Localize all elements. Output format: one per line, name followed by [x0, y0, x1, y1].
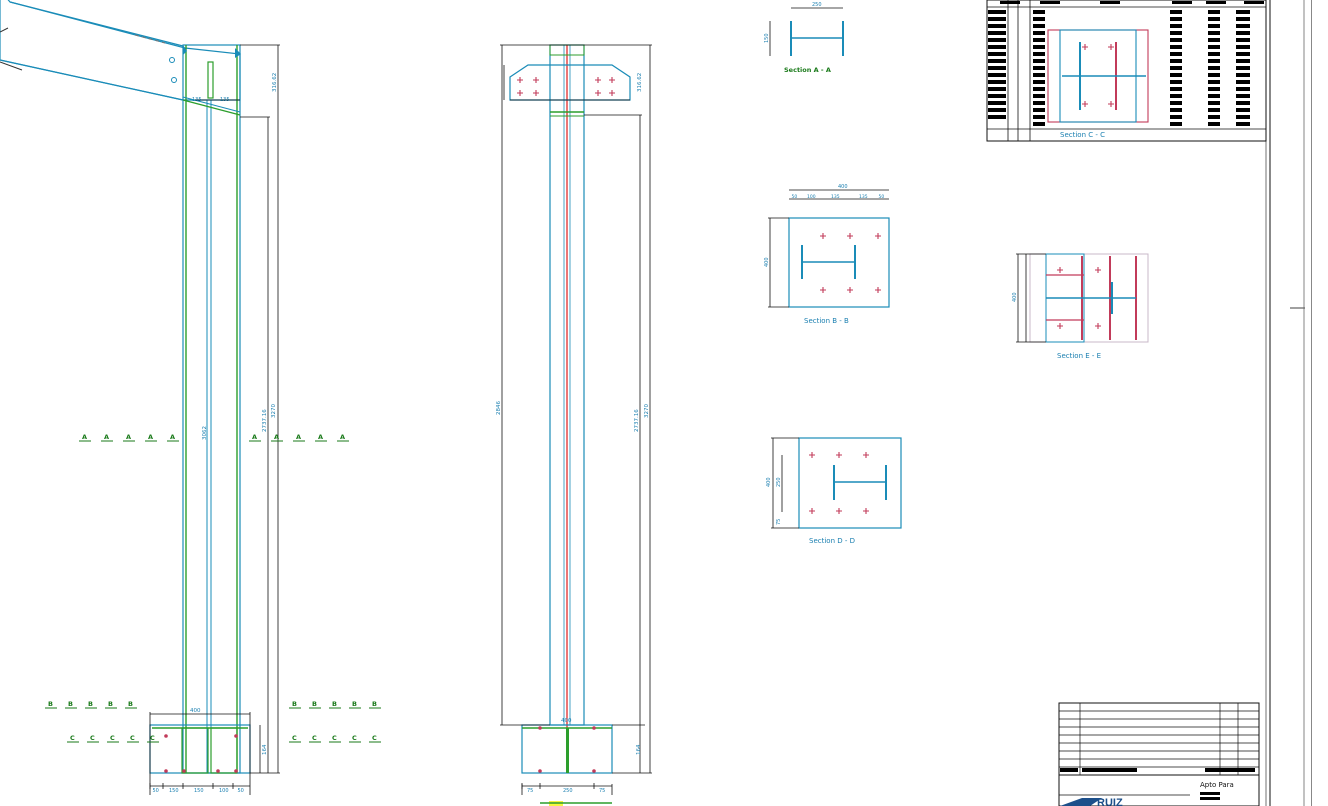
sec-a-height: 150 [764, 33, 770, 43]
svg-text:135: 135 [192, 97, 202, 103]
section-marker: C [130, 734, 135, 742]
bolt-icon [809, 508, 815, 514]
section-marker: B [312, 700, 317, 708]
section-b-b: 400 50 100 135 135 50 400 Section B - B [764, 184, 890, 325]
col1-bottom-seg: 150 [194, 788, 204, 794]
section-marker: C [312, 734, 317, 742]
col1-height-dim: 3270 [271, 404, 277, 418]
sec-d-mid: 250 [776, 477, 782, 487]
col2-bottom-seg: 250 [563, 788, 573, 794]
bolt-icon [875, 287, 881, 293]
sec-b-top: 400 [838, 184, 848, 190]
bolt-icon [809, 452, 815, 458]
section-e-label: Section E - E [1057, 352, 1101, 360]
section-marker: A [296, 433, 301, 441]
col1-base-w: 400 [190, 708, 201, 714]
vertical-scrollbar[interactable] [1311, 0, 1320, 806]
section-marker: B [68, 700, 73, 708]
bolt-icon [820, 233, 826, 239]
bolt-icon [863, 508, 869, 514]
section-marker: A [318, 433, 323, 441]
col1-bottom-seg: 50 [238, 788, 244, 794]
section-marker: C [90, 734, 95, 742]
section-marker: B [108, 700, 113, 708]
svg-text:135: 135 [220, 97, 230, 103]
company-logo: RUIZ [1097, 797, 1123, 806]
col1-top-dim: 316.62 [272, 73, 278, 92]
section-c-c: Section C - C [986, 0, 1267, 142]
section-marker: A [148, 433, 153, 441]
col2-inner-dim: 2737.16 [634, 409, 640, 432]
col2-left-dim: 2846 [496, 401, 502, 415]
col2-bottom-dims: 75 250 75 [521, 783, 605, 794]
col1-bottom-seg: 50 [153, 788, 159, 794]
sec-b-seg: 135 [859, 194, 868, 200]
section-marker: A [126, 433, 131, 441]
col2-top-dim: 316.62 [637, 73, 643, 92]
section-d-label: Section D - D [809, 537, 855, 545]
section-marker: C [352, 734, 357, 742]
bolt-icon [836, 452, 842, 458]
sec-b-height: 400 [764, 257, 770, 267]
bolt-icon [847, 233, 853, 239]
col1-bottom-seg: 100 [219, 788, 229, 794]
col1-bottom-dims: 50 150 150 100 50 [149, 783, 244, 794]
section-markers: A A A A A A A A A A B B B B B B B B B B C C C C C C C C C C [45, 433, 381, 743]
section-marker: C [292, 734, 297, 742]
title-block: Apto Para RUIZ [1058, 702, 1260, 806]
column-1-elevation: 3270 2737.16 316.62 3062 400 164 50 150 15… [0, 0, 280, 795]
section-marker: B [48, 700, 53, 708]
col1-base-h: 164 [262, 744, 268, 755]
project-title: Apto Para [1200, 781, 1234, 789]
col2-base-w: 400 [561, 718, 572, 724]
column-2-elevation: 3270 2737.16 316.62 2846 400 164 75 250 75 [496, 44, 652, 806]
section-a-label: Section A - A [784, 66, 831, 74]
section-marker: C [332, 734, 337, 742]
section-d-d: 400 250 75 Section D - D [766, 437, 902, 545]
col2-bottom-seg: 75 [599, 788, 605, 794]
sec-b-seg: 50 [792, 194, 798, 200]
section-marker: C [372, 734, 377, 742]
section-a-a: 250 150 Section A - A [764, 2, 844, 74]
section-b-label: Section B - B [804, 317, 849, 325]
section-c-label: Section C - C [1060, 131, 1105, 139]
section-marker: B [128, 700, 133, 708]
section-marker: B [88, 700, 93, 708]
section-e-e: 400 Section E - E [1012, 253, 1149, 360]
section-marker: A [340, 433, 345, 441]
col2-height-dim: 3270 [644, 404, 650, 418]
section-marker: A [170, 433, 175, 441]
col2-bottom-seg: 75 [527, 788, 533, 794]
col1-inner-dim: 2737.16 [262, 409, 268, 432]
bolt-icon [847, 287, 853, 293]
section-marker: B [332, 700, 337, 708]
section-marker: B [372, 700, 377, 708]
section-marker: B [352, 700, 357, 708]
bolt-icon [820, 287, 826, 293]
bolt-icon [863, 452, 869, 458]
section-marker: A [274, 433, 279, 441]
sec-a-width: 250 [812, 2, 822, 8]
bolt-icon [875, 233, 881, 239]
col2-base-h: 164 [636, 744, 642, 755]
section-marker: A [104, 433, 109, 441]
sec-b-seg: 135 [831, 194, 840, 200]
col1-mid-dim: 3062 [202, 426, 208, 440]
section-marker: C [150, 734, 155, 742]
section-marker: A [82, 433, 87, 441]
sec-b-seg: 50 [879, 194, 885, 200]
section-marker: B [292, 700, 297, 708]
col1-bottom-seg: 150 [169, 788, 179, 794]
bolt-icon [836, 508, 842, 514]
sec-e-height: 400 [1012, 292, 1018, 302]
sec-d-bot: 75 [776, 519, 782, 525]
sec-b-seg: 100 [807, 194, 816, 200]
section-marker: C [110, 734, 115, 742]
section-marker: A [252, 433, 257, 441]
sec-d-height: 400 [766, 477, 772, 487]
section-marker: C [70, 734, 75, 742]
